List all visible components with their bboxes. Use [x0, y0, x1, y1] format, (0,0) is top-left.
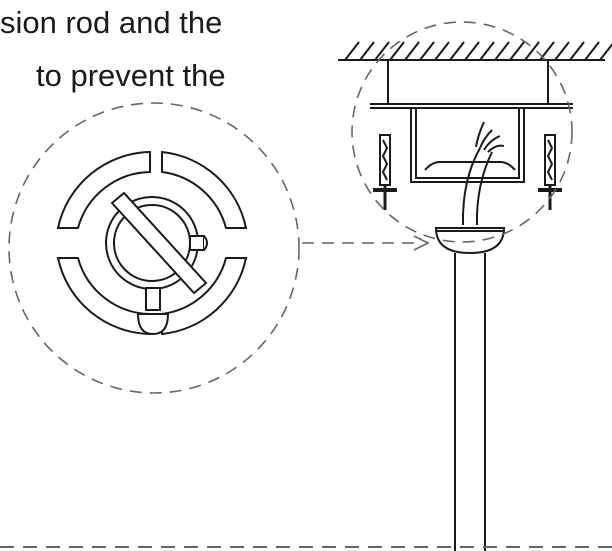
hatch-line: [464, 41, 480, 61]
hatch-line: [359, 41, 375, 61]
hatch-line: [494, 41, 510, 61]
hatch-line: [554, 41, 570, 61]
hatch-line: [344, 41, 360, 61]
caption-line-1: sion rod and the: [0, 5, 223, 40]
hatch-line: [419, 41, 435, 61]
canopy-box-icon: [410, 107, 525, 183]
hatch-line: [569, 41, 585, 61]
hatch-line: [524, 41, 540, 61]
hatch-line: [449, 41, 465, 61]
hatch-line: [389, 41, 405, 61]
hatch-line: [434, 41, 450, 61]
rod-icon: [454, 253, 486, 551]
caption-line-2: to prevent the: [36, 58, 226, 93]
callout-arrow: [302, 235, 430, 251]
hatch-line: [599, 42, 612, 61]
cup-icon: [434, 227, 506, 255]
hatch-line: [509, 41, 525, 61]
mounting-plate: [370, 60, 573, 109]
hatch-line: [404, 41, 420, 61]
ceiling-hatch-icon: [338, 41, 612, 61]
detail-magnifier-circle-icon: [8, 21, 573, 394]
split-clamp-icon: [56, 150, 248, 336]
hatch-line: [479, 41, 495, 61]
hatch-line: [584, 41, 600, 61]
hatch-line: [374, 41, 390, 61]
cable-icon: [461, 121, 505, 226]
anchor-bolt-icon: [373, 134, 562, 210]
